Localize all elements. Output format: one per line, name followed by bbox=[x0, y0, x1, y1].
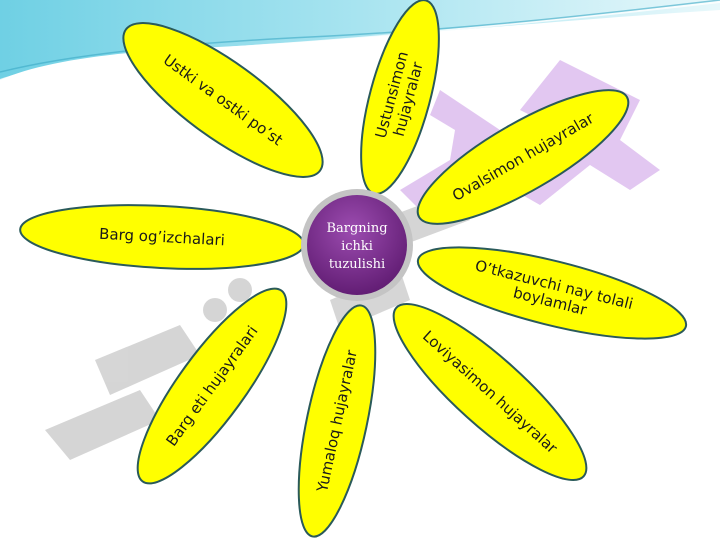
petal-shape bbox=[297, 304, 377, 538]
petal-yumaloq: Yumaloq hujayralar bbox=[297, 304, 377, 538]
petal-shape bbox=[416, 89, 630, 225]
petal-barg-ogizchalari: Barg og’izchalari bbox=[19, 204, 305, 270]
center-line-1: Bargning bbox=[326, 221, 387, 236]
petal-shape bbox=[392, 302, 588, 482]
petal-loviyasimon: Loviyasimon hujayralar bbox=[392, 302, 588, 482]
petal-shape bbox=[136, 287, 288, 485]
center-line-2: ichki bbox=[341, 239, 373, 254]
background-wave bbox=[0, 0, 720, 81]
petal-shape bbox=[122, 22, 324, 178]
center-line-3: tuzulishi bbox=[329, 257, 385, 272]
center-node: Bargning ichki tuzulishi bbox=[301, 189, 413, 301]
